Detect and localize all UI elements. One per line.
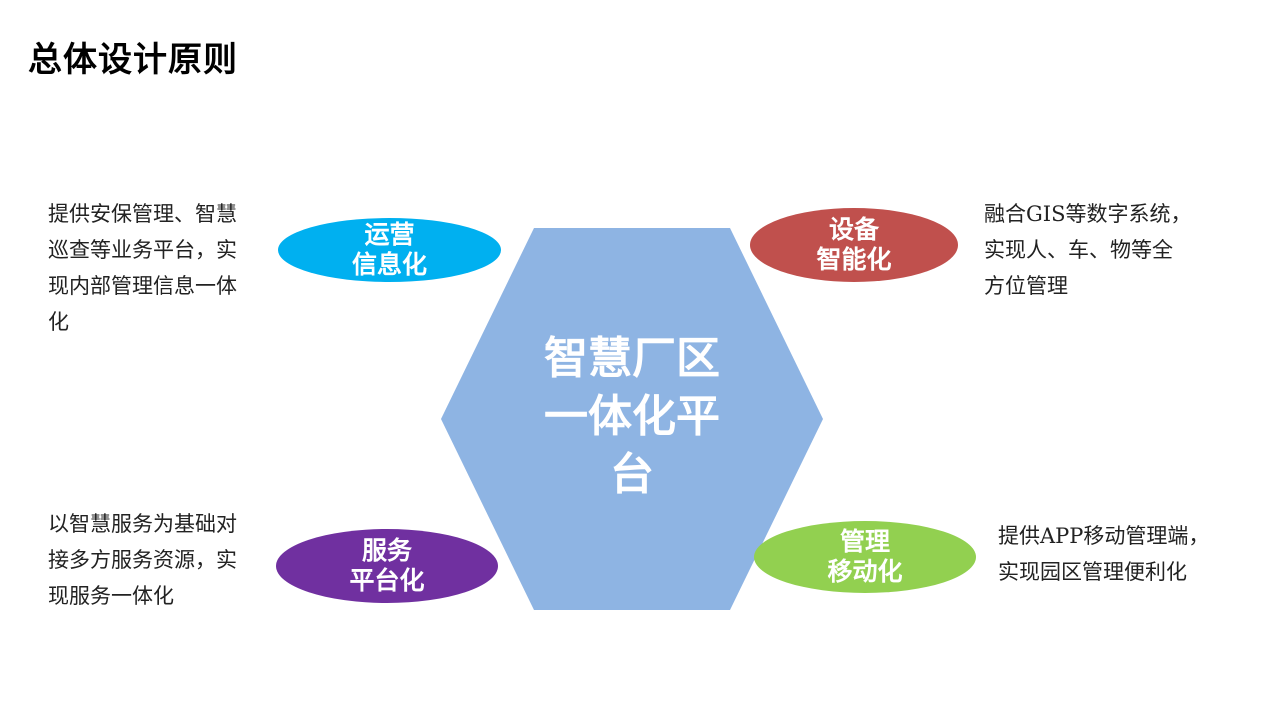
page-title: 总体设计原则 bbox=[28, 40, 238, 80]
node-yunying-ellipse: 运营 信息化 bbox=[278, 218, 501, 282]
node-shebei-description: 融合GIS等数字系统， 实现人、车、物等全 方位管理 bbox=[984, 202, 1192, 298]
node-guanli-ellipse: 管理 移动化 bbox=[754, 521, 976, 593]
node-shebei-ellipse: 设备 智能化 bbox=[750, 208, 958, 282]
node-guanli-label: 管理 移动化 bbox=[827, 527, 903, 586]
center-label: 智慧厂区 一体化平 台 bbox=[544, 333, 720, 500]
node-yunying-description: 提供安保管理、智慧 巡查等业务平台，实 现内部管理信息一体 化 bbox=[48, 202, 237, 334]
node-shebei-label: 设备 智能化 bbox=[816, 215, 892, 274]
node-fuwu-ellipse: 服务 平台化 bbox=[276, 529, 498, 603]
node-guanli-description: 提供APP移动管理端， 实现园区管理便利化 bbox=[998, 524, 1210, 584]
center-hexagon bbox=[441, 228, 823, 610]
node-fuwu-label: 服务 平台化 bbox=[349, 536, 425, 595]
node-fuwu-description: 以智慧服务为基础对 接多方服务资源，实 现服务一体化 bbox=[48, 512, 237, 608]
node-yunying-label: 运营 信息化 bbox=[351, 220, 427, 279]
